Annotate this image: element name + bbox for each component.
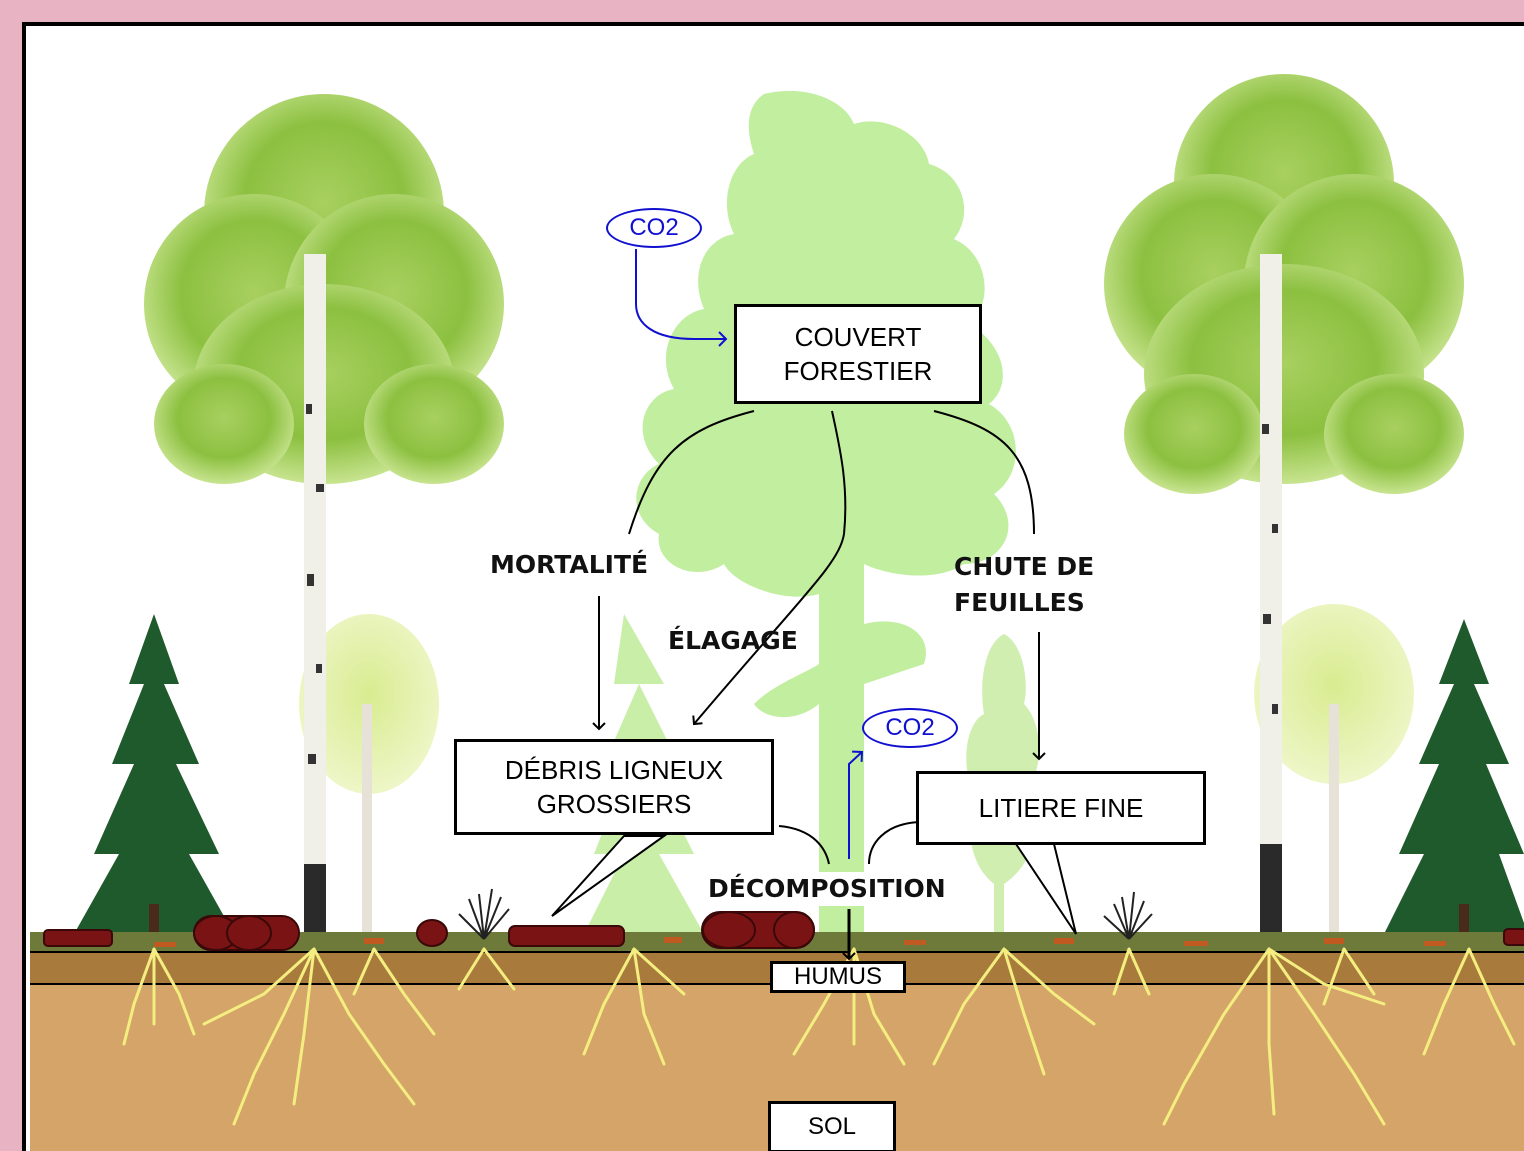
conifer-tree-left [74, 614, 234, 944]
conifer-tree-right [1384, 619, 1524, 944]
pale-birch-left [299, 614, 439, 944]
co2-top-bubble: CO2 [606, 208, 702, 248]
shrubs [458, 888, 1153, 940]
humus-tag: HUMUS [770, 961, 906, 993]
decomposition-label: DÉCOMPOSITION [702, 872, 952, 906]
mortality-label: MORTALITÉ [490, 550, 649, 579]
woody-debris-label-line2: GROSSIERS [536, 789, 692, 819]
leaf-fall-label-line1: CHUTE DE [954, 552, 1095, 581]
canopy-to-debris-arrow [692, 410, 847, 726]
canopy-box: COUVERT FORESTIER [734, 304, 982, 404]
canopy-label-line2: FORESTIER [783, 356, 933, 386]
forest-carbon-cycle-illustration [30, 74, 1524, 1151]
canopy-to-mortality-line [628, 410, 755, 535]
co2-bottom-bubble: CO2 [862, 708, 958, 748]
birch-tree-right [1104, 74, 1464, 944]
co2-arrows [635, 249, 864, 859]
soil-tag: SOL [768, 1101, 896, 1151]
co2-absorption-arrow [635, 249, 728, 347]
canopy-label-line1: COUVERT [794, 322, 922, 352]
co2-release-arrow [848, 750, 864, 859]
pruning-label: ÉLAGAGE [668, 626, 798, 655]
pale-birch-right [1254, 604, 1414, 944]
woody-debris-logs [43, 911, 1524, 951]
woody-debris-box: DÉBRIS LIGNEUX GROSSIERS [454, 739, 774, 835]
litter-callout-pointer [1014, 843, 1077, 935]
debris-callout-pointer [551, 835, 668, 917]
woody-debris-label-line1: DÉBRIS LIGNEUX [504, 755, 724, 785]
canopy-to-leaffall-line [933, 410, 1035, 535]
diagram-frame: COUVERT FORESTIER DÉBRIS LIGNEUX GROSSIE… [22, 22, 1524, 1151]
debris-to-decomposition-line [778, 825, 830, 865]
leaf-fall-label-line2: FEUILLES [954, 588, 1085, 617]
birch-tree-left [144, 94, 504, 944]
fine-litter-box: LITIERE FINE [916, 771, 1206, 845]
flow-arrows [592, 410, 1046, 961]
litter-to-decomposition-line [868, 821, 920, 865]
fine-litter-label: LITIERE FINE [978, 793, 1144, 823]
roots [122, 947, 1516, 1126]
